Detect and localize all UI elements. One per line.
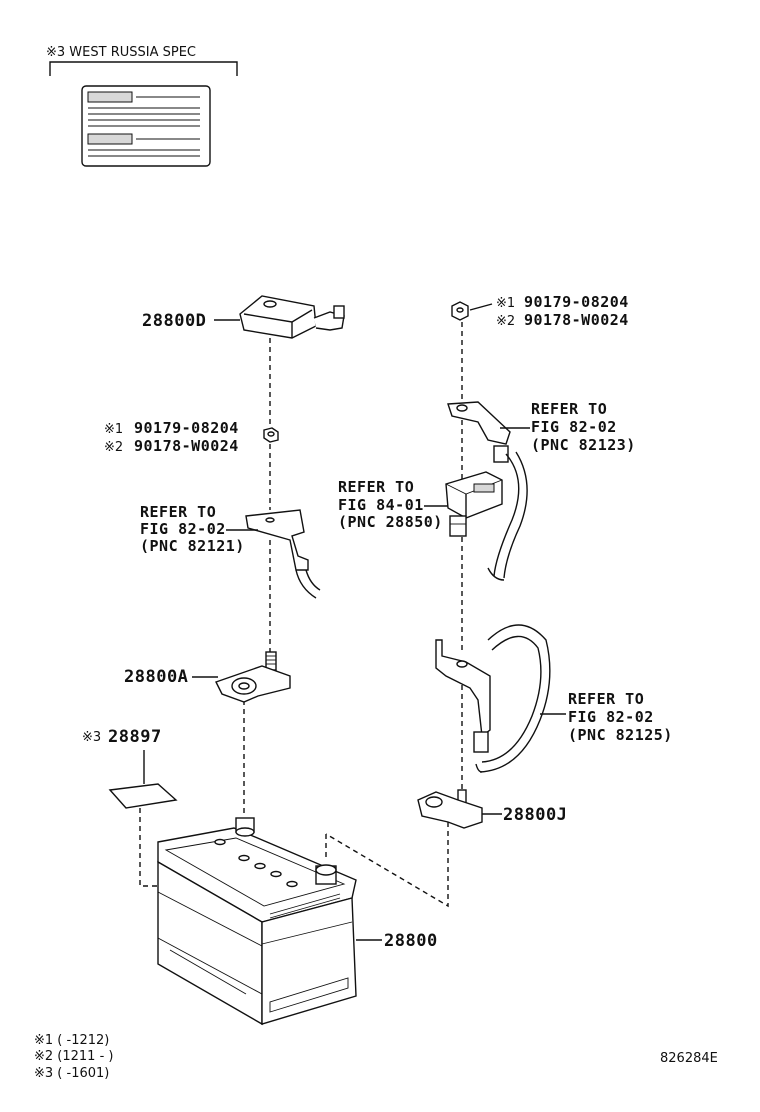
- ref-82125-line3: (PNC 82125): [568, 726, 673, 744]
- ref-28850-line3: (PNC 28850): [338, 513, 443, 531]
- ref-82121-line1: REFER TO: [140, 503, 216, 521]
- part-label-28800j: 28800J: [503, 805, 567, 825]
- ref-28850-line1: REFER TO: [338, 478, 414, 496]
- part-label-28800d: 28800D: [142, 311, 206, 331]
- nut-right-icon[interactable]: [451, 301, 469, 321]
- figure-id: 826284E: [660, 1051, 718, 1066]
- footnote-2: ※2 (1211 - ): [34, 1049, 113, 1064]
- cable-bracket-left: [245, 509, 321, 599]
- ref-82123-line1: REFER TO: [531, 400, 607, 418]
- cable-bracket-lower-right: [435, 624, 551, 773]
- spec-bracket: [49, 61, 238, 76]
- footnote-1: ※1 ( -1212): [34, 1033, 109, 1048]
- warning-label-card: [81, 85, 211, 167]
- part-label-28800: 28800: [384, 931, 438, 951]
- ref-82121-line3: (PNC 82121): [140, 537, 245, 555]
- ref-82123-line2: FIG 82-02: [531, 418, 617, 436]
- spec-note: ※3 WEST RUSSIA SPEC: [46, 45, 196, 60]
- terminal-cover-28800d[interactable]: [239, 295, 345, 339]
- battery-28800[interactable]: [157, 817, 357, 1026]
- ref-82123-line3: (PNC 82123): [531, 436, 636, 454]
- nut-left-pn1: 90179-08204: [134, 419, 239, 437]
- nut-right-mark2: ※2: [496, 314, 515, 329]
- ref-82125-line1: REFER TO: [568, 690, 644, 708]
- nut-right-mark1: ※1: [496, 296, 515, 311]
- ref-28850-line2: FIG 84-01: [338, 496, 424, 514]
- part-label-28897: 28897: [108, 727, 162, 747]
- cable-bracket-upper-right: [447, 401, 528, 581]
- ref-82121-line2: FIG 82-02: [140, 520, 226, 538]
- nut-left-pn2: 90178-W0024: [134, 437, 239, 455]
- ref-82125-line2: FIG 82-02: [568, 708, 654, 726]
- part-28897-mark: ※3: [82, 730, 101, 745]
- footnote-3: ※3 ( -1601): [34, 1066, 109, 1081]
- nut-right-pn1: 90179-08204: [524, 293, 629, 311]
- battery-clamp-28800j[interactable]: [417, 789, 483, 829]
- nut-left-icon[interactable]: [263, 427, 279, 443]
- nut-left-mark1: ※1: [104, 422, 123, 437]
- part-label-28800a: 28800A: [124, 667, 188, 687]
- battery-sensor-28850: [445, 471, 503, 537]
- battery-clamp-28800a[interactable]: [215, 651, 291, 703]
- nut-left-mark2: ※2: [104, 440, 123, 455]
- nut-right-pn2: 90178-W0024: [524, 311, 629, 329]
- sticker-28897: [108, 783, 178, 809]
